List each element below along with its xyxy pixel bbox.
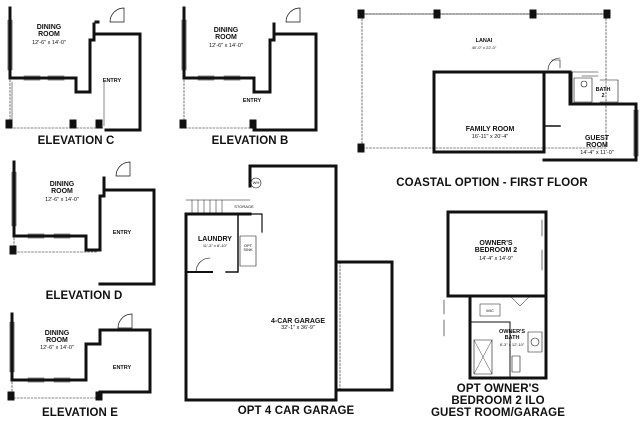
owner-caption: OPT OWNER'S BEDROOM 2 ILO GUEST ROOM/GAR… — [431, 383, 565, 420]
owner-bath-dim: 8'-3" x 12'-10" — [499, 342, 525, 347]
owner-bath-label: OWNER'S BATH — [498, 329, 526, 341]
elevation-c-dining-dim: 12'-6" x 14'-0" — [32, 40, 66, 46]
elevation-b-dining-label: DINING ROOM — [213, 27, 239, 41]
garage-label: 4-CAR GARAGE — [270, 318, 326, 325]
guest-room-dim: 14'-4" x 11'-0" — [580, 150, 614, 156]
garage-dim: 32'-1" x 36'-9" — [281, 325, 315, 331]
laundry-dim: 11'-3" x 8'-10" — [202, 243, 228, 248]
lanai-label: LANAI — [475, 38, 493, 44]
elevation-c-entry-label: ENTRY — [102, 78, 122, 84]
coastal-bath-label: BATH 2 — [595, 87, 611, 99]
guest-room-label: GUEST ROOM — [584, 135, 610, 149]
elevation-b-dining-dim: 12'-6" x 14'-0" — [209, 43, 243, 49]
opt-sink-label: OPT SINK — [243, 243, 253, 252]
elevation-d-dining-dim: 12'-6" x 14'-0" — [45, 197, 79, 203]
elevation-b-entry-label: ENTRY — [242, 98, 262, 104]
elevation-c-plan — [5, 6, 142, 132]
wic-label: WIC — [486, 308, 494, 313]
elevation-d-dining-label: DINING ROOM — [49, 181, 75, 195]
elevation-d-entry-label: ENTRY — [112, 230, 132, 236]
garage-plan — [184, 164, 394, 402]
coastal-plan — [357, 9, 639, 162]
family-room-label: FAMILY ROOM — [465, 126, 515, 133]
water-heater-label: WH — [252, 180, 260, 185]
elevation-d-plan — [9, 160, 156, 286]
storage-label: STORAGE — [234, 204, 254, 209]
family-room-dim: 16'-11" x 20'-4" — [471, 134, 509, 140]
owner-plan — [443, 210, 548, 380]
garage-caption: OPT 4 CAR GARAGE — [237, 405, 355, 417]
elevation-c-caption: ELEVATION C — [37, 135, 115, 147]
elevation-e-dining-label: DINING ROOM — [44, 330, 70, 344]
laundry-label: LAUNDRY — [198, 236, 232, 243]
coastal-caption: COASTAL OPTION - FIRST FLOOR — [396, 177, 588, 189]
elevation-e-caption: ELEVATION E — [41, 407, 119, 419]
elevation-e-plan — [7, 312, 152, 401]
lanai-dim: 40'-0" x 22'-0" — [471, 45, 497, 50]
owner-bedroom-label: OWNER'S BEDROOM 2 — [474, 240, 518, 254]
elevation-b-plan — [179, 6, 318, 132]
elevation-e-dining-dim: 12'-6" x 14'-0" — [40, 345, 74, 351]
elevation-d-caption: ELEVATION D — [45, 290, 123, 302]
elevation-b-caption: ELEVATION B — [211, 135, 289, 147]
owner-bedroom-dim: 14'-4" x 14'-9" — [479, 256, 513, 262]
elevation-c-dining-label: DINING ROOM — [36, 24, 62, 38]
elevation-e-entry-label: ENTRY — [112, 365, 132, 371]
